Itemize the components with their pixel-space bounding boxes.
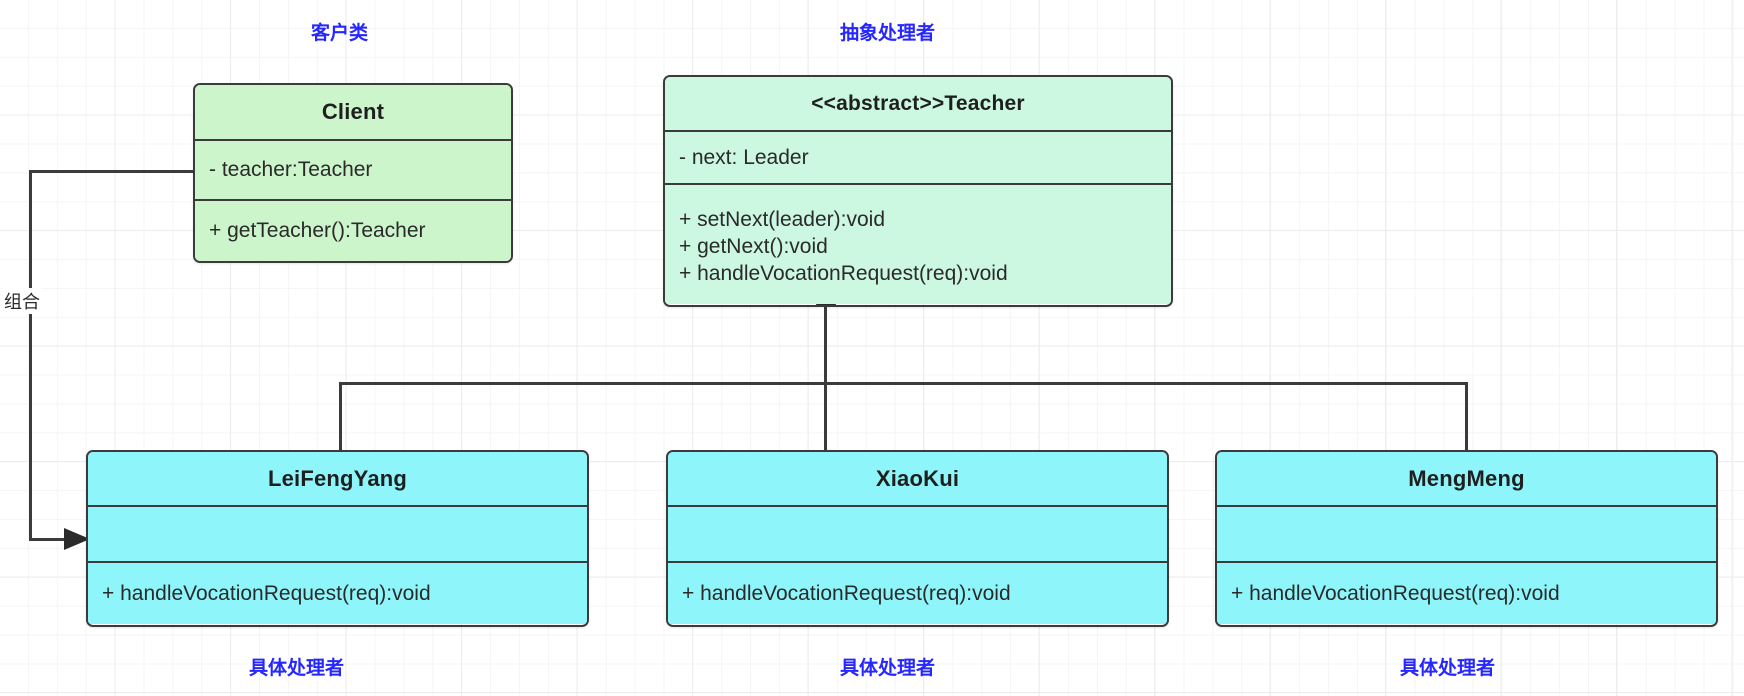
attribute-line: - teacher:Teacher bbox=[209, 158, 373, 182]
inheritance-stem bbox=[824, 305, 827, 385]
attribute-line: - next: Leader bbox=[679, 145, 809, 169]
class-title-teacher: <<abstract>>Teacher bbox=[665, 77, 1171, 132]
class-title-xiaokui: XiaoKui bbox=[668, 452, 1167, 507]
class-methods-xiaokui: + handleVocationRequest(req):void bbox=[668, 563, 1167, 624]
class-methods-client: + getTeacher():Teacher bbox=[195, 201, 511, 261]
class-name-xiaokui: XiaoKui bbox=[875, 465, 960, 491]
class-attributes-teacher: - next: Leader bbox=[665, 132, 1171, 185]
class-title-mengmeng: MengMeng bbox=[1217, 452, 1716, 507]
class-name-mengmeng: MengMeng bbox=[1408, 465, 1525, 491]
class-attributes-mengmeng bbox=[1217, 507, 1716, 563]
inheritance-branch-right bbox=[1465, 382, 1468, 452]
class-name-client: Client bbox=[321, 99, 385, 124]
method-line: + setNext(leader):void bbox=[679, 207, 886, 231]
class-box-teacher[interactable]: <<abstract>>Teacher - next: Leader + set… bbox=[663, 75, 1173, 307]
method-line: + handleVocationRequest(req):void bbox=[682, 581, 1011, 605]
method-line: + handleVocationRequest(req):void bbox=[679, 262, 1008, 286]
note-client: 客户类 bbox=[311, 23, 369, 44]
note-abstract-handler: 抽象处理者 bbox=[840, 23, 936, 44]
note-concrete-handler-1: 具体处理者 bbox=[249, 658, 345, 679]
inheritance-crossbar bbox=[339, 382, 1468, 385]
inheritance-branch-middle bbox=[824, 382, 827, 452]
note-concrete-handler-2: 具体处理者 bbox=[840, 658, 936, 679]
composition-label: 组合 bbox=[2, 288, 42, 314]
composition-segment-bottom bbox=[29, 538, 75, 541]
inheritance-branch-left bbox=[339, 382, 342, 452]
method-line: + getNext():void bbox=[679, 234, 828, 258]
class-title-client: Client bbox=[195, 85, 511, 141]
class-name-leifengyang: LeiFengYang bbox=[267, 465, 408, 491]
class-box-leifengyang[interactable]: LeiFengYang + handleVocationRequest(req)… bbox=[86, 450, 589, 627]
composition-segment-top bbox=[29, 170, 193, 173]
class-name-teacher: <<abstract>>Teacher bbox=[811, 91, 1025, 115]
class-box-xiaokui[interactable]: XiaoKui + handleVocationRequest(req):voi… bbox=[666, 450, 1169, 627]
class-attributes-xiaokui bbox=[668, 507, 1167, 563]
class-attributes-leifengyang bbox=[88, 507, 587, 563]
method-line: + handleVocationRequest(req):void bbox=[1231, 581, 1560, 605]
method-line: + getTeacher():Teacher bbox=[209, 219, 426, 243]
composition-arrowhead bbox=[64, 528, 90, 550]
class-methods-mengmeng: + handleVocationRequest(req):void bbox=[1217, 563, 1716, 624]
class-box-client[interactable]: Client - teacher:Teacher + getTeacher():… bbox=[193, 83, 513, 263]
class-attributes-client: - teacher:Teacher bbox=[195, 141, 511, 201]
class-box-mengmeng[interactable]: MengMeng + handleVocationRequest(req):vo… bbox=[1215, 450, 1718, 627]
class-title-leifengyang: LeiFengYang bbox=[88, 452, 587, 507]
class-methods-leifengyang: + handleVocationRequest(req):void bbox=[88, 563, 587, 624]
method-line: + handleVocationRequest(req):void bbox=[102, 581, 431, 605]
composition-segment-vertical bbox=[29, 170, 32, 541]
class-methods-teacher: + setNext(leader):void + getNext():void … bbox=[665, 185, 1171, 304]
note-concrete-handler-3: 具体处理者 bbox=[1400, 658, 1496, 679]
